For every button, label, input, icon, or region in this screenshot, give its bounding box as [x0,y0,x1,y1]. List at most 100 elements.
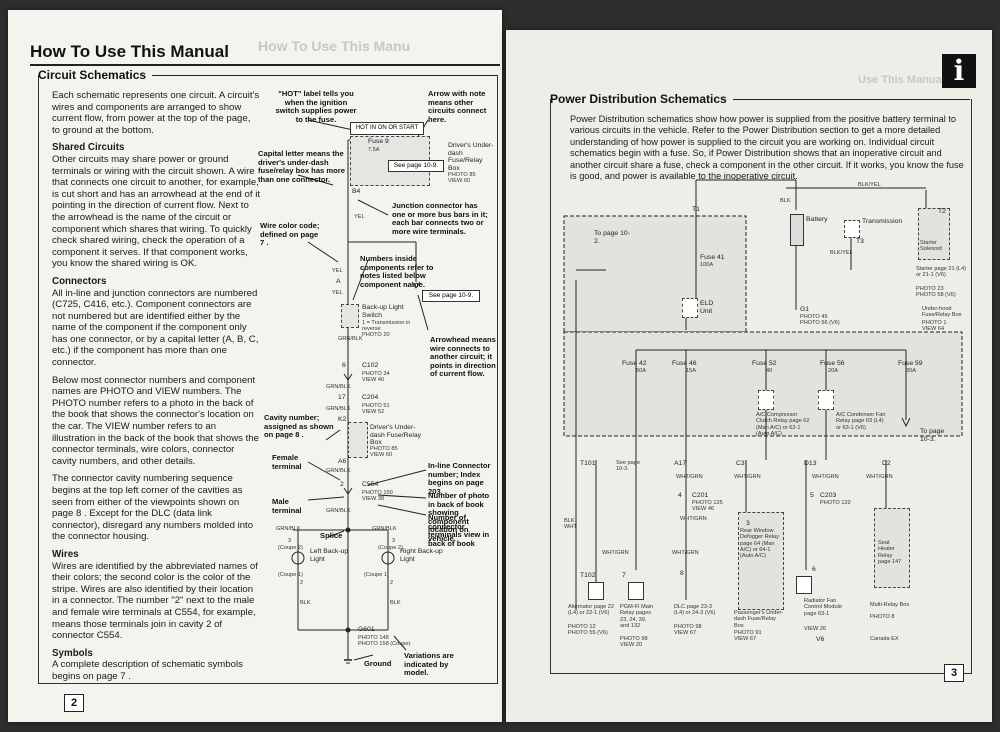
left-cavity-3: 3 [288,538,292,544]
wire-wht-grn-2: WHT/GRN [734,474,761,480]
wire-grnblk-1: GRN/BLK [338,336,363,342]
cavity-4: 4 [678,492,682,499]
fuse-41: Fuse 41 [700,254,725,261]
callout-splice: Splice [320,531,343,540]
wire-blk-yel-top: BLK/YEL [858,182,881,188]
canada-ex-variant: Canada EX [870,636,899,642]
see-page-10-3: See page 10-3. [616,460,640,473]
fuse-box-name: Driver's Under-dash Fuse/Relay Box [448,142,494,172]
connector-c203: C203 [820,492,837,499]
fuse-41-amp: 100A [700,262,714,268]
backup-switch-name: Back-up Light Switch [362,304,404,319]
fuse-42: Fuse 42 [622,360,647,367]
pgm-connector [628,582,644,600]
shared-circuits-paragraph: Other circuits may share power or ground… [52,153,260,270]
cavity-8: 8 [680,570,684,577]
right-page: Use This Manual i Power Distribution Sch… [506,30,992,722]
eld-symbol [682,298,698,318]
connectors-paragraph-2: Below most connector numbers and compone… [52,374,259,467]
wire-wht-grn-1: WHT/GRN [676,474,703,480]
rear-defogger-box [738,512,784,610]
alternator-photo-v6: PHOTO 55 (V6) [568,630,608,636]
terminal-b4: B4 [352,188,361,195]
under-hood-view: VIEW 64 [922,326,945,332]
section-header-right: Power Distribution Schematics [550,92,970,106]
wire-blk-battery: BLK [780,198,791,204]
wire-yel-2: YEL [332,268,343,274]
transmission-switch [844,220,860,238]
transmission-label: Transmission [862,218,903,225]
connector-c204: C204 [362,394,379,401]
seat-heater-box [874,508,910,588]
connector-c554: C554 [362,481,379,488]
callout-variations: Variations are indicated by model. [404,651,454,678]
passenger-box-photo: PHOTO 91 [734,630,762,636]
wire-grnblk-3: GRN/BLK [326,406,351,412]
wire-grnblk-right: GRN/BLK [372,526,397,532]
connector-c201: C201 [692,492,709,499]
title-rule [30,64,500,66]
wire-grnblk-2: GRN/BLK [326,384,351,390]
terminal-c3: C3 [736,460,745,467]
wire-wht-grn-3: WHT/GRN [812,474,839,480]
c201-photo: PHOTO 125 [692,500,723,506]
rear-defogger-relay: Rear Window Defogger Relay page 64 (Man … [740,528,779,560]
terminal-t2: T2 [938,208,946,215]
terminal-d13: D13 [804,460,817,467]
connectors-paragraph-3: The connector cavity numbering sequence … [52,473,254,543]
fuse-9-amp: 7.5A [368,147,380,153]
fuse-46-amp: 15A [686,368,696,374]
c204-view: VIEW 52 [362,409,385,415]
terminal-a17: A17 [674,460,687,467]
starter-photo: PHOTO 23 [916,286,944,292]
wire-blk-wht: BLK WHT [564,518,577,531]
terminal-t102: T102 [580,572,596,579]
g1-photo-v6: PHOTO 56 (V6) [800,320,840,326]
fuse-59: Fuse 59 [898,360,923,367]
c554-view: VIEW 38 [362,496,385,502]
right-backup-light: Right Back-up Light [400,548,443,563]
wire-wht-grn-7: WHT/GRN [672,550,699,556]
circuit-schematic-lines [291,119,429,664]
fuse-56: Fuse 56 [820,360,845,367]
callout-wire-color: Wire color code; defined on page 7 . [260,221,320,248]
wire-blk-left: BLK [300,600,311,606]
backup-switch-symbol [341,304,359,328]
left-backup-light: Left Back-up Light [310,548,349,563]
cavity-5: 5 [810,492,814,499]
terminal-t1: T1 [692,206,700,213]
wire-wht-grn-4: WHT/GRN [866,474,893,480]
connector-c102: C102 [362,362,379,369]
fuse-9-label: Fuse 9 [368,138,389,145]
left-coupe-1: (Coupe 1) [278,572,303,578]
bleed-through-text-right: Use This Manual [858,74,945,86]
shared-circuits-heading: Shared Circuits [52,142,125,154]
ac-compressor-relay-symbol [758,390,774,410]
hot-label: HOT IN ON OR START [350,122,424,135]
radiator-fan-view: VIEW 26 [804,626,827,632]
fuse-52: Fuse 52 [752,360,777,367]
wire-blk-right: BLK [390,600,401,606]
alternator-connector [588,582,604,600]
wires-paragraph: Wires are identified by the abbreviated … [52,560,258,642]
starter-reference: Starter page 21 (L4) or 21-1 (V6) [916,266,967,279]
callout-hot: "HOT" label tells you when the ignition … [275,89,357,124]
passenger-fuse-box: Passenger's Under-dash Fuse/Relay Box [734,610,784,629]
callout-cavity: Cavity number; assigned as shown on page… [264,413,334,440]
symbols-heading: Symbols [52,647,93,659]
wire-wht-grn-6: WHT/GRN [602,550,629,556]
dlc-view: VIEW 67 [674,630,697,636]
to-page-10-2: To page 10-2. [594,230,630,245]
body-column: Each schematic represents one circuit. A… [52,90,260,689]
bleed-through-text: How To Use This Manu [258,38,411,54]
terminal-k2: K2 [338,416,347,423]
cavity-17: 17 [338,394,346,401]
backup-switch-note: 1 = Transmission in reverse [362,320,411,333]
cavity-7: 7 [622,572,626,579]
section-header: Circuit Schematics [38,68,498,82]
wire-yel-1: YEL [354,214,365,220]
callout-junction: Junction connector has one or more bus b… [392,201,488,236]
fuse-box-photo: PHOTO 85 [448,172,476,178]
seat-heater-relay: Seat Heater Relay page 147 [878,540,902,565]
terminal-t3: T3 [856,238,864,245]
